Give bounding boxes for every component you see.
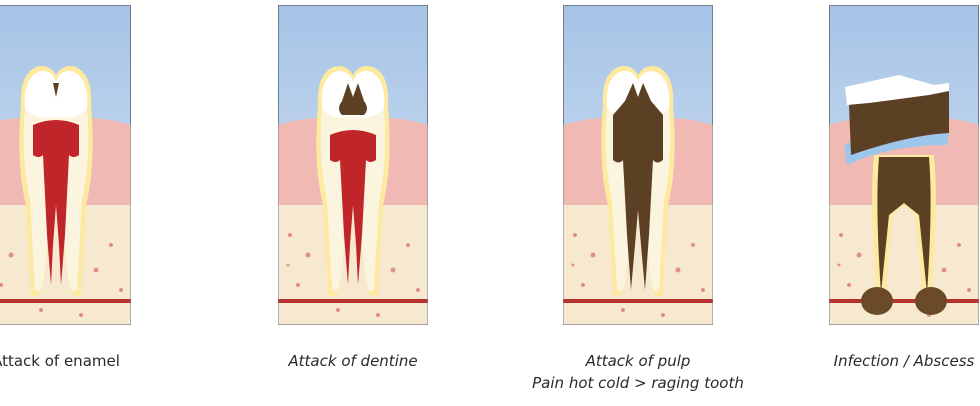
caption-pulp-subtext: Pain hot cold > raging tooth [528, 372, 748, 394]
caption-dentine-text: Attack of dentine [243, 350, 463, 372]
tooth-illustration-pulp [563, 5, 713, 325]
caption-enamel-text: Attack of enamel [0, 350, 166, 372]
abscess-right [915, 287, 947, 315]
caption-dentine: Attack of dentine [243, 350, 463, 372]
stage-panel-dentine [278, 5, 428, 325]
caption-abscess: Infection / Abscess [794, 350, 980, 372]
stage-panel-pulp [563, 5, 713, 325]
stage-panel-abscess [829, 5, 979, 325]
tooth-illustration-enamel [0, 5, 131, 325]
caption-abscess-text: Infection / Abscess [794, 350, 980, 372]
caption-pulp: Attack of pulp Pain hot cold > raging to… [528, 350, 748, 394]
tooth-illustration-abscess [829, 5, 979, 325]
caption-pulp-text: Attack of pulp [528, 350, 748, 372]
tooth-illustration-dentine [278, 5, 428, 325]
caption-enamel: Attack of enamel [0, 350, 166, 372]
stage-panel-enamel [0, 5, 131, 325]
abscess-left [861, 287, 893, 315]
